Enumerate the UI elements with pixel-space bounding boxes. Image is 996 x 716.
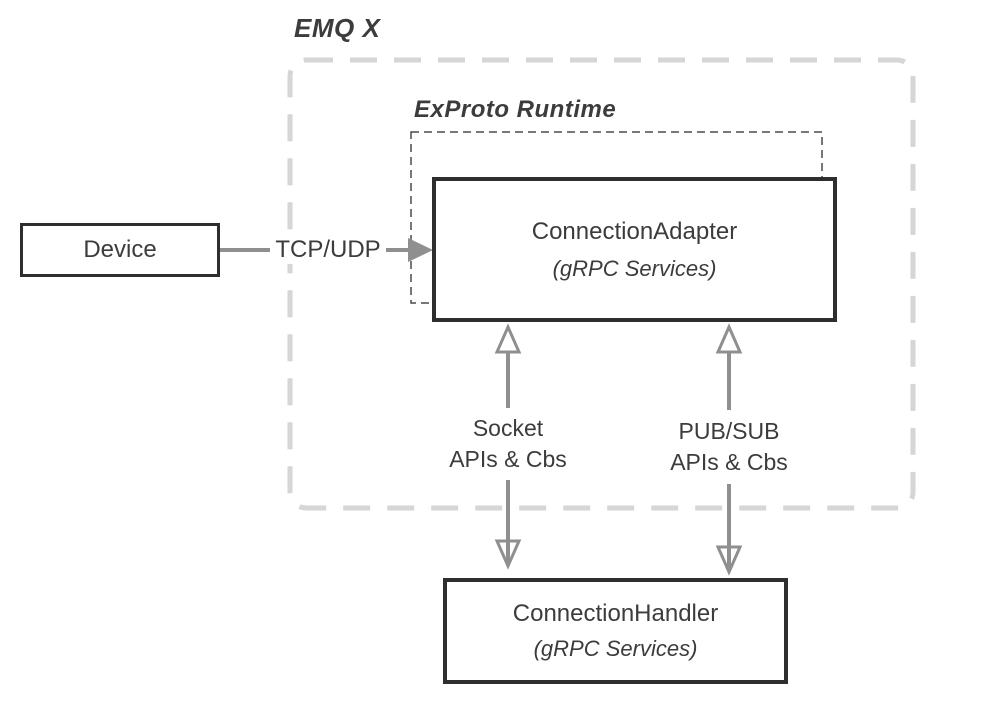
- tcp-udp-edge-label: TCP/UDP: [270, 236, 386, 264]
- pubsub-arrow: [715, 323, 743, 576]
- connection-handler-node: ConnectionHandler (gRPC Services): [443, 578, 788, 684]
- socket-edge-label: Socket APIs & Cbs: [428, 413, 588, 475]
- tcp-udp-arrow: [219, 238, 433, 262]
- exproto-runtime-label: ExProto Runtime: [414, 96, 617, 123]
- arrowhead-down-icon: [715, 545, 743, 576]
- arrowhead-up-icon: [715, 323, 743, 354]
- device-node-title: Device: [83, 236, 157, 263]
- connection-handler-title: ConnectionHandler: [512, 600, 719, 627]
- arrowhead-right-icon: [408, 238, 433, 262]
- socket-edge-label-line1: Socket: [472, 415, 544, 441]
- pubsub-edge-label-line1: PUB/SUB: [678, 418, 780, 444]
- device-node: Device: [20, 223, 220, 277]
- connection-adapter-title: ConnectionAdapter: [531, 217, 738, 245]
- emqx-group-label: EMQ X: [294, 13, 381, 43]
- connection-adapter-node: ConnectionAdapter (gRPC Services): [432, 177, 837, 322]
- connection-adapter-subtitle: (gRPC Services): [552, 255, 717, 281]
- arrowhead-up-icon: [494, 323, 522, 354]
- socket-arrow: [494, 323, 522, 570]
- socket-edge-label-line2: APIs & Cbs: [449, 446, 567, 472]
- pubsub-edge-label: PUB/SUB APIs & Cbs: [649, 416, 809, 478]
- pubsub-edge-label-line2: APIs & Cbs: [670, 449, 788, 475]
- connection-handler-subtitle: (gRPC Services): [533, 636, 698, 661]
- arrowhead-down-icon: [494, 539, 522, 570]
